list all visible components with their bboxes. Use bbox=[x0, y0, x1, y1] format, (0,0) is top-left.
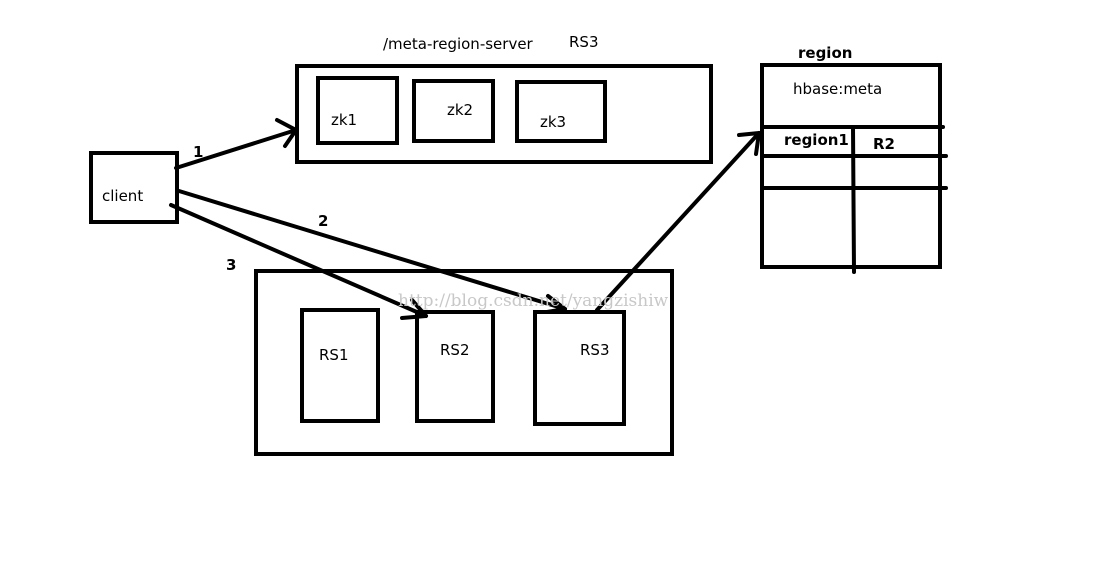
region-server-rs1-label: RS1 bbox=[319, 346, 349, 364]
step-3-label: 3 bbox=[226, 256, 236, 274]
region-server-rs1 bbox=[300, 308, 380, 423]
step-1-label: 1 bbox=[193, 143, 203, 161]
arrow-meta-head bbox=[737, 131, 761, 156]
region-server-box bbox=[254, 269, 674, 456]
region-server-rs2-label: RS2 bbox=[440, 341, 470, 359]
arrow-meta-line bbox=[595, 131, 761, 312]
region-server-rs3-label: RS3 bbox=[580, 341, 610, 359]
zk-node-2-label: zk2 bbox=[447, 101, 473, 119]
zk-node-3 bbox=[515, 80, 607, 143]
region-server-cluster: RS1 RS2 RS3 bbox=[254, 269, 674, 456]
client-box bbox=[89, 151, 179, 224]
zk-node-3-label: zk3 bbox=[540, 113, 566, 131]
zk-node-1-label: zk1 bbox=[331, 111, 357, 129]
watermark-text: http://blog.csdn.net/yangzishiw bbox=[398, 291, 669, 311]
zookeeper-cluster: /meta-region-server RS3 zk1 zk2 zk3 bbox=[295, 33, 713, 164]
client-node: client bbox=[89, 151, 179, 224]
step-2-label: 2 bbox=[318, 212, 328, 230]
arrow-2-line bbox=[177, 189, 567, 311]
znode-path-label: /meta-region-server bbox=[383, 35, 534, 53]
zk-node-1 bbox=[316, 76, 399, 145]
client-label: client bbox=[102, 187, 143, 205]
zk-node-2 bbox=[412, 79, 495, 143]
arrow-1-head bbox=[275, 118, 298, 148]
meta-region-table: region hbase:meta region1 R2 bbox=[760, 44, 948, 274]
arrow-3-head bbox=[400, 298, 428, 320]
meta-r2-label: R2 bbox=[873, 135, 895, 153]
arrows: 1 2 3 bbox=[169, 118, 761, 320]
region-box bbox=[760, 63, 942, 269]
meta-region1-label: region1 bbox=[784, 131, 849, 149]
zookeeper-box bbox=[295, 64, 713, 164]
znode-owner-label: RS3 bbox=[569, 33, 599, 51]
table-column-divider bbox=[851, 125, 856, 274]
meta-table-label: hbase:meta bbox=[793, 80, 882, 98]
arrow-3-line bbox=[169, 203, 428, 318]
region-server-rs2 bbox=[415, 310, 495, 423]
arrow-2-head bbox=[545, 294, 567, 314]
region-server-rs3 bbox=[533, 310, 626, 426]
region-title: region bbox=[798, 44, 852, 62]
arrow-1-line bbox=[174, 128, 298, 170]
